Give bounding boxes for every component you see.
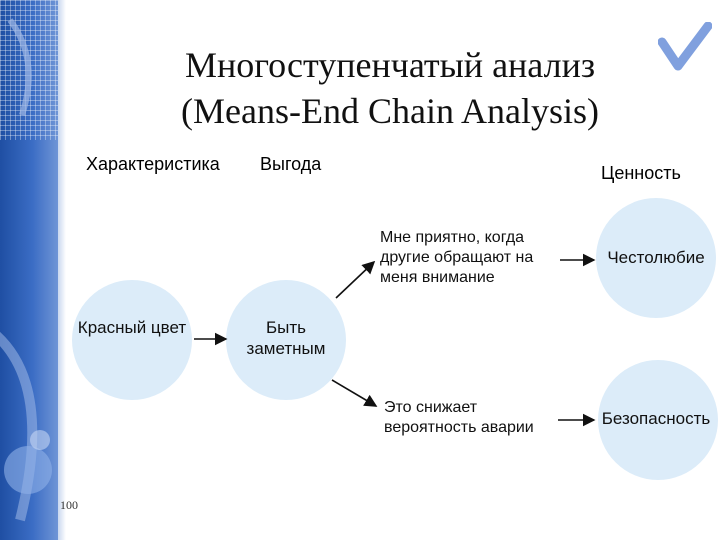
node-ambition-label: Честолюбие (607, 248, 705, 267)
title-line-2: (Means-End Chain Analysis) (181, 91, 599, 131)
node-safety (598, 360, 718, 480)
page-title: Многоступенчатый анализ (Means-End Chain… (120, 42, 660, 134)
node-red-color-label: Красный цвет (77, 318, 187, 337)
node-pleasant-attention: Мне приятно, когда другие обращают на ме… (380, 229, 534, 286)
arrow-noticeable-to-attention (335, 260, 376, 299)
sidebar-edge (58, 0, 66, 540)
node-red-color (72, 280, 192, 400)
arrow-noticeable-to-accidents (331, 379, 378, 407)
node-be-noticeable (226, 280, 346, 400)
sidebar-swirl (0, 18, 52, 522)
node-ambition (596, 198, 716, 318)
node-be-noticeable-label: Быть заметным (246, 318, 326, 358)
title-line-1: Многоступенчатый анализ (184, 45, 596, 85)
node-safety-label: Безопасность (601, 409, 711, 428)
page-number: 100 (60, 498, 78, 512)
header-value: Ценность (601, 163, 681, 183)
header-characteristic: Характеристика (86, 154, 220, 174)
header-benefit: Выгода (260, 154, 322, 174)
checkmark-icon (658, 22, 712, 71)
node-lower-accidents: Это снижает вероятность аварии (384, 399, 534, 436)
sidebar-decoration (0, 0, 58, 540)
